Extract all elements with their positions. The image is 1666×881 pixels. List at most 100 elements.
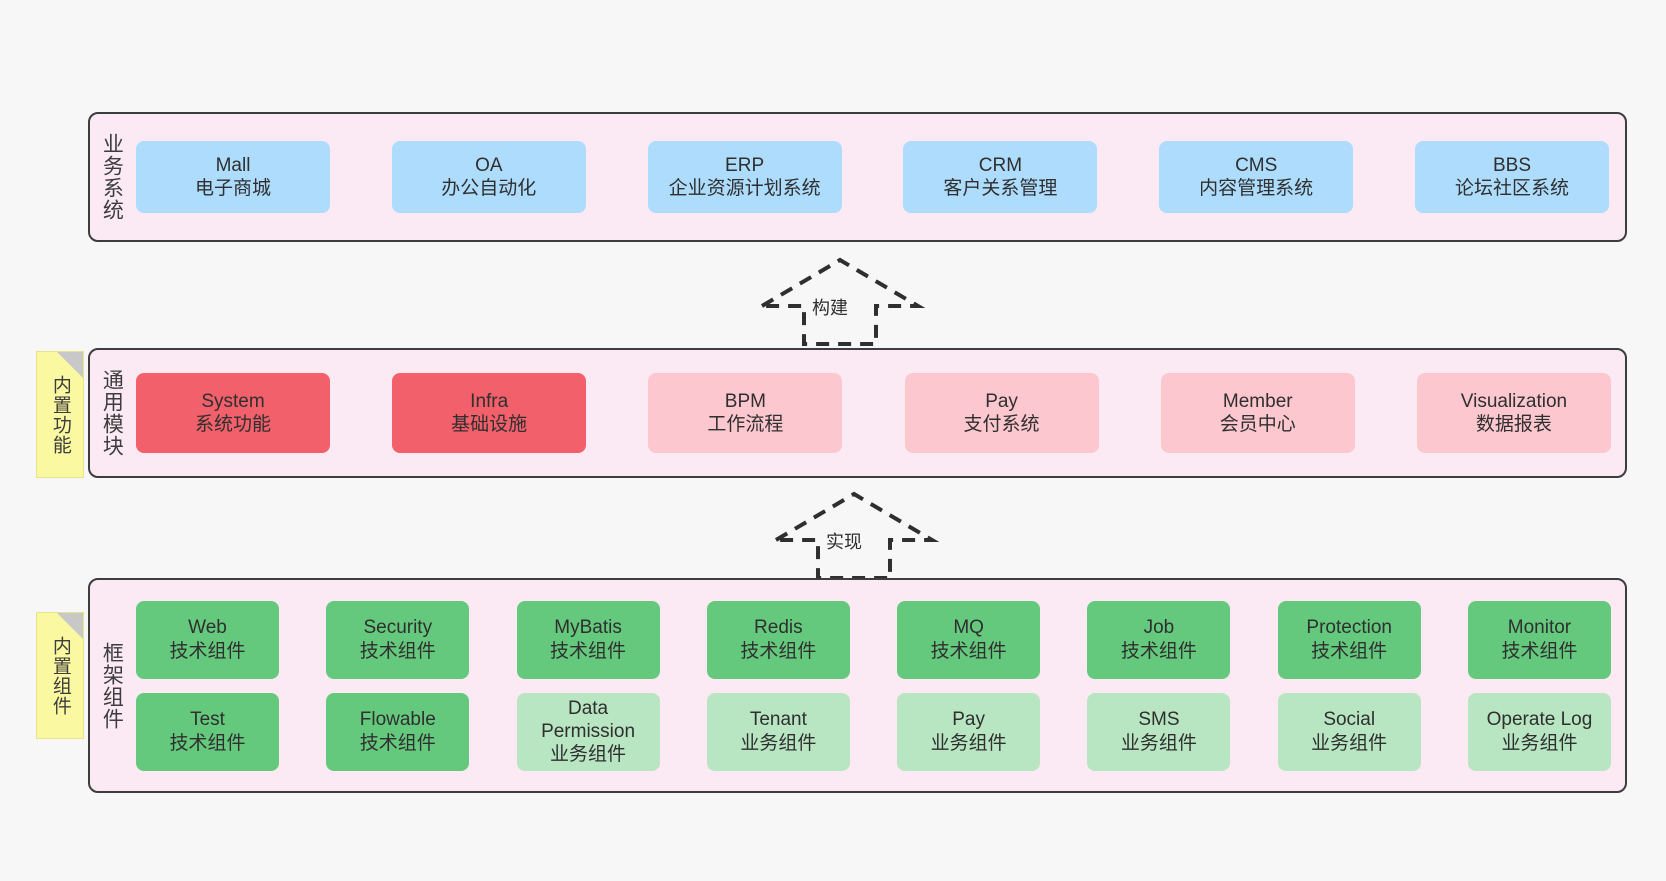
framework-card-pay[interactable]: Pay 业务组件 — [897, 692, 1041, 771]
framework-card-flowable[interactable]: Flowable 技术组件 — [326, 692, 470, 771]
card-cn-label: 技术组件 — [169, 732, 246, 754]
business-card-bbs[interactable]: BBS 论坛社区系统 — [1414, 141, 1609, 213]
framework-card-monitor[interactable]: Monitor 技术组件 — [1467, 600, 1611, 679]
framework-card-operate-log[interactable]: Operate Log 业务组件 — [1467, 692, 1611, 771]
card-en-label: BBS — [1492, 154, 1531, 176]
card-cn-label: 支付系统 — [963, 414, 1040, 435]
card-cn-label: 数据报表 — [1475, 414, 1552, 435]
sticky-note-builtin-functions: 内置功能 — [36, 351, 84, 478]
framework-card-protection[interactable]: Protection 技术组件 — [1277, 600, 1421, 679]
sticky-label: 内置功能 — [49, 374, 71, 455]
layer-business-system: 业务系统 Mall 电子商城 OA 办公自动化 ERP 企业资源计划系统 CRM… — [88, 112, 1627, 242]
card-en-label: Flowable — [359, 709, 436, 731]
framework-card-mq[interactable]: MQ 技术组件 — [897, 600, 1041, 679]
framework-card-job[interactable]: Job 技术组件 — [1087, 600, 1231, 679]
arrow-implement-shape — [768, 491, 940, 580]
layer-business-body: Mall 电子商城 OA 办公自动化 ERP 企业资源计划系统 CRM 客户关系… — [132, 114, 1625, 240]
framework-card-social[interactable]: Social 业务组件 — [1277, 692, 1421, 771]
card-en-label: Web — [188, 617, 227, 639]
layer-common-modules: 通用模块 System 系统功能 Infra 基础设施 BPM 工作流程 Pay… — [88, 348, 1627, 478]
card-en-label: Security — [363, 617, 433, 639]
card-en-label: Protection — [1306, 617, 1392, 639]
module-card-visualization[interactable]: Visualization 数据报表 — [1416, 373, 1611, 453]
business-card-oa[interactable]: OA 办公自动化 — [391, 141, 586, 213]
framework-biz-row: Test 技术组件 Flowable 技术组件 Data Permission … — [136, 692, 1611, 771]
card-cn-label: 技术组件 — [359, 640, 436, 662]
card-cn-label: 会员中心 — [1219, 414, 1296, 435]
business-card-erp[interactable]: ERP 企业资源计划系统 — [647, 141, 842, 213]
card-cn-label: 技术组件 — [1311, 640, 1388, 662]
card-en-label: Member — [1222, 390, 1293, 412]
card-cn-label: 技术组件 — [740, 640, 817, 662]
card-cn-label: 业务组件 — [740, 732, 817, 754]
card-en-label: Tenant — [749, 709, 807, 731]
card-en-label: Redis — [754, 617, 803, 639]
framework-card-data-permission[interactable]: Data Permission 业务组件 — [516, 692, 660, 771]
card-cn-label: 客户关系管理 — [943, 178, 1058, 199]
card-cn-label: 电子商城 — [194, 178, 271, 199]
card-en-label: ERP — [725, 154, 765, 176]
card-en-label: Pay — [985, 390, 1018, 412]
module-card-pay[interactable]: Pay 支付系统 — [904, 373, 1099, 453]
sticky-label: 内置组件 — [49, 635, 71, 716]
card-en-label: System — [201, 390, 265, 412]
card-cn-label: 业务组件 — [550, 744, 627, 766]
module-card-member[interactable]: Member 会员中心 — [1160, 373, 1355, 453]
card-en-label: Operate Log — [1486, 709, 1593, 731]
module-card-system[interactable]: System 系统功能 — [136, 373, 330, 453]
framework-card-test[interactable]: Test 技术组件 — [136, 692, 279, 771]
card-cn-label: 业务组件 — [1501, 732, 1578, 754]
layer-business-title: 业务系统 — [100, 133, 124, 221]
card-en-label: CRM — [978, 154, 1023, 176]
arrow-build: 构建 — [752, 256, 928, 346]
business-card-crm[interactable]: CRM 客户关系管理 — [903, 141, 1098, 213]
layer-framework-components: 框架组件 Web 技术组件 Security 技术组件 MyBatis 技术组件… — [88, 578, 1627, 793]
card-cn-label: 技术组件 — [359, 732, 436, 754]
business-card-mall[interactable]: Mall 电子商城 — [136, 141, 330, 213]
module-card-bpm[interactable]: BPM 工作流程 — [648, 373, 843, 453]
layer-modules-body: System 系统功能 Infra 基础设施 BPM 工作流程 Pay 支付系统… — [132, 350, 1625, 476]
framework-card-sms[interactable]: SMS 业务组件 — [1087, 692, 1231, 771]
card-en-label: BPM — [724, 390, 766, 412]
card-en-label: Pay — [952, 709, 985, 731]
arrow-build-shape — [754, 257, 926, 346]
card-en-label: Test — [190, 709, 225, 731]
arrow-build-label: 构建 — [812, 298, 848, 318]
card-cn-label: 企业资源计划系统 — [668, 178, 821, 199]
card-en-label: OA — [475, 154, 503, 176]
framework-card-web[interactable]: Web 技术组件 — [136, 600, 279, 679]
card-en-label: Data Permission — [541, 697, 636, 742]
card-cn-label: 工作流程 — [707, 414, 784, 435]
card-en-label: Mall — [215, 154, 251, 176]
card-en-label: Social — [1323, 709, 1376, 731]
card-cn-label: 业务组件 — [1120, 732, 1197, 754]
card-cn-label: 系统功能 — [194, 414, 271, 435]
card-en-label: Monitor — [1507, 617, 1572, 639]
framework-card-redis[interactable]: Redis 技术组件 — [706, 600, 850, 679]
card-en-label: MQ — [953, 617, 984, 639]
card-en-label: Job — [1143, 617, 1175, 639]
card-cn-label: 技术组件 — [550, 640, 627, 662]
card-cn-label: 业务组件 — [930, 732, 1007, 754]
card-cn-label: 技术组件 — [1120, 640, 1197, 662]
card-cn-label: 内容管理系统 — [1199, 178, 1314, 199]
layer-framework-body: Web 技术组件 Security 技术组件 MyBatis 技术组件 Redi… — [132, 580, 1625, 791]
card-en-label: Visualization — [1460, 390, 1568, 412]
framework-card-tenant[interactable]: Tenant 业务组件 — [706, 692, 850, 771]
module-card-infra[interactable]: Infra 基础设施 — [392, 373, 587, 453]
arrow-implement: 实现 — [766, 490, 942, 580]
framework-tech-row: Web 技术组件 Security 技术组件 MyBatis 技术组件 Redi… — [136, 600, 1611, 679]
card-en-label: SMS — [1138, 709, 1180, 731]
layer-modules-title: 通用模块 — [100, 369, 124, 457]
card-en-label: Infra — [470, 390, 509, 412]
card-cn-label: 基础设施 — [451, 414, 528, 435]
layer-framework-title: 框架组件 — [100, 641, 124, 730]
sticky-note-builtin-components: 内置组件 — [36, 612, 84, 739]
business-card-cms[interactable]: CMS 内容管理系统 — [1159, 141, 1354, 213]
framework-card-mybatis[interactable]: MyBatis 技术组件 — [516, 600, 660, 679]
arrow-implement-label: 实现 — [826, 532, 862, 552]
card-cn-label: 技术组件 — [1501, 640, 1578, 662]
framework-card-security[interactable]: Security 技术组件 — [326, 600, 470, 679]
card-cn-label: 技术组件 — [169, 640, 246, 662]
